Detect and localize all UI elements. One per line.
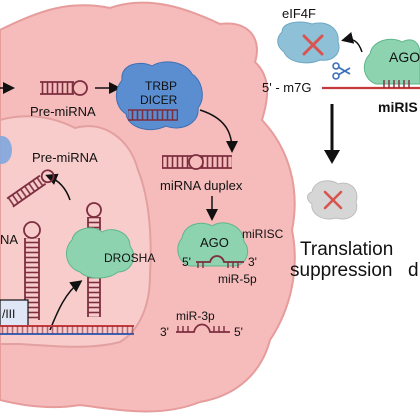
m7g-label: 5' - m7G (262, 80, 311, 95)
mir-5p-label: miR-5p (218, 272, 257, 286)
polymerase-box (0, 299, 29, 327)
cross-icon (302, 34, 324, 56)
drosha-label: DROSHA (104, 251, 155, 265)
suppression-label: suppression (290, 260, 392, 281)
cut-fragment-label: d (408, 260, 419, 281)
mir-3p-ticks (177, 326, 225, 332)
mirisc-cyto-label: miRISC (242, 227, 284, 241)
pre-mirna-top-hairpin (40, 80, 88, 96)
mirna-strand-cyto (196, 255, 244, 263)
mir-3p-strand (176, 323, 230, 333)
eif4f-label: eIF4F (282, 6, 316, 21)
trbp-label: TRBP (145, 79, 177, 93)
mirna-duplex (162, 154, 232, 170)
down-arrow-icon (324, 104, 340, 164)
mirna-duplex-label: miRNA duplex (160, 178, 243, 193)
ago-complex-cyto (177, 222, 249, 267)
pre-mirna-nucleus-label: Pre-miRNA (32, 150, 98, 165)
drosha-complex (65, 227, 134, 279)
polymerase-label: /III (2, 307, 15, 321)
mirna-strand-cyto-ticks (197, 262, 239, 268)
mirisc-right-label: miRIS (378, 99, 418, 115)
dicer-label: DICER (140, 93, 178, 107)
scissors-icon (332, 62, 351, 80)
five-prime-cyto-label: 5' (182, 255, 191, 269)
arrow-nuclear-export (45, 173, 71, 201)
arrow-ago-to-eif4f (341, 31, 363, 53)
mrna-ticks (383, 80, 410, 88)
cross-icon-2 (323, 190, 343, 210)
ago-cyto-label: AGO (200, 235, 229, 250)
genomic-dna (0, 325, 134, 335)
mir-3p-label: miR-3p (176, 309, 215, 323)
pre-mirna-nucleus-hairpin (6, 169, 55, 208)
ago-right-label: AGO (389, 49, 420, 65)
three-prime-3p-label: 3' (160, 325, 169, 339)
three-prime-cyto-label: 3' (248, 255, 257, 269)
arrow-dicer-to-duplex (199, 109, 238, 153)
pri-mirna-fragment-label: NA (0, 232, 18, 247)
nucleus-pore-blob (0, 136, 12, 164)
ago-complex-right (363, 38, 420, 85)
pre-mirna-top-label: Pre-miRNA (30, 104, 96, 119)
translation-label: Translation (300, 239, 393, 260)
five-prime-3p-label: 5' (234, 325, 243, 339)
dicer-bound-rna (128, 109, 178, 121)
